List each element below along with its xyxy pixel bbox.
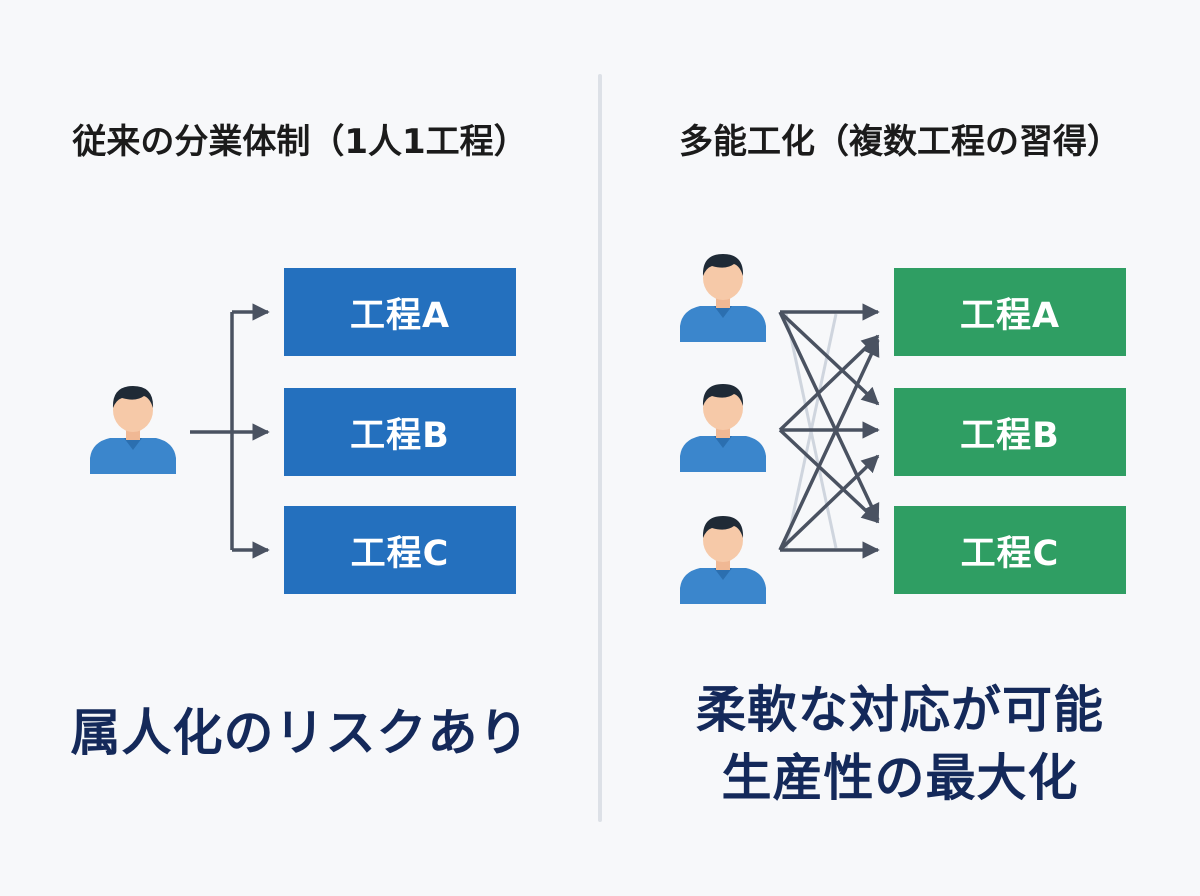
left-worker-connector	[190, 303, 270, 559]
right-panel-title: 多能工化（複数工程の習得）	[679, 122, 1121, 162]
panel-divider	[598, 74, 602, 822]
right-process-box-a: 工程A	[894, 268, 1126, 356]
left-process-box-a: 工程A	[284, 268, 516, 356]
right-arrow-w2-a	[778, 334, 880, 432]
right-arrow-w1-c	[778, 311, 880, 522]
worker-person-icon	[680, 254, 766, 342]
right-process-box-c: 工程C	[894, 506, 1126, 594]
right-arrow-w2-c	[778, 428, 880, 524]
right-conclusion-line1: 柔軟な対応が可能	[696, 681, 1104, 739]
worker-person-icon	[680, 516, 766, 604]
worker-person-icon	[680, 384, 766, 472]
worker-person-icon	[90, 386, 176, 474]
left-process-box-b: 工程B	[284, 388, 516, 476]
right-arrow-w3-b	[778, 454, 880, 552]
right-conclusion: 柔軟な対応が可能 生産性の最大化	[640, 676, 1160, 812]
left-process-box-c: 工程C	[284, 506, 516, 594]
left-panel-title: 従来の分業体制（1人1工程）	[72, 122, 528, 162]
right-arrow-w3-a	[778, 338, 880, 551]
left-conclusion: 属人化のリスクあり	[70, 704, 530, 762]
right-arrow-w1-b	[778, 310, 880, 406]
right-worker-connectors	[778, 303, 880, 559]
right-process-box-b: 工程B	[894, 388, 1126, 476]
right-conclusion-line2: 生産性の最大化	[721, 749, 1079, 807]
